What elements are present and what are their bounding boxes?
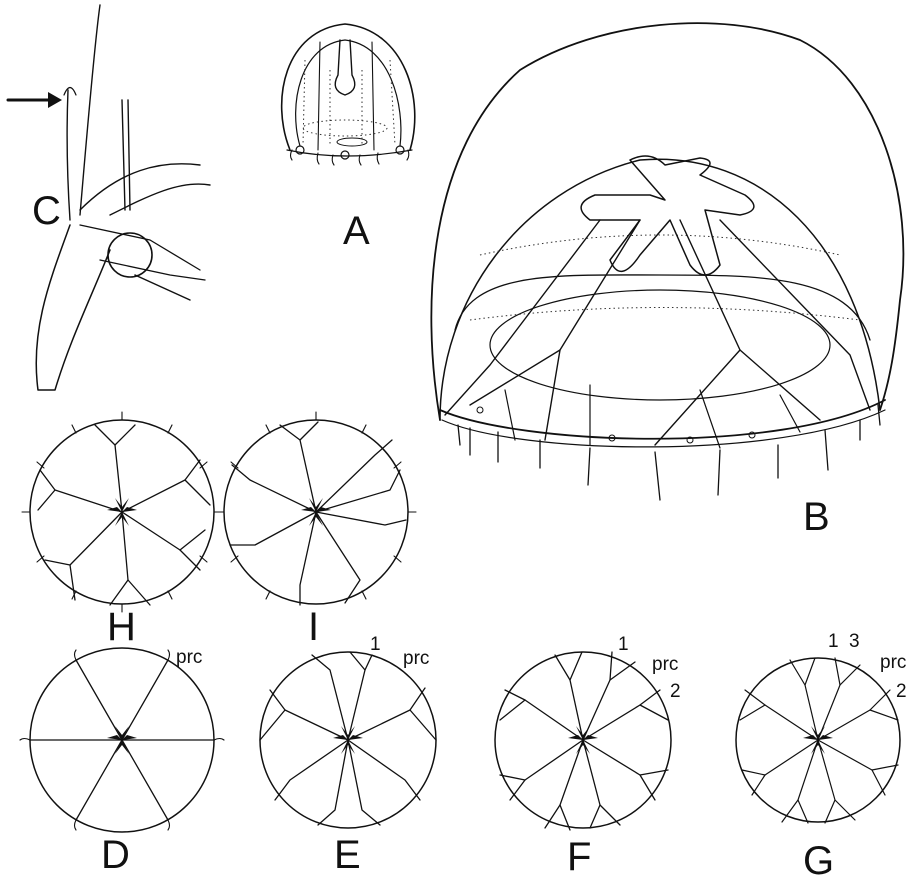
panel-h-diagram <box>22 412 222 612</box>
panel-i-label: I <box>308 605 319 649</box>
panel-e-diagram <box>260 652 436 828</box>
panel-g-num-2: 2 <box>896 681 907 702</box>
panel-b-label: B <box>803 495 830 539</box>
panel-g-num-3: 3 <box>849 631 860 652</box>
panel-g-prc-label: prc <box>880 652 906 673</box>
panel-e-num-1: 1 <box>370 634 381 655</box>
panel-a-label: A <box>343 209 370 253</box>
panel-f-num-1: 1 <box>618 634 629 655</box>
arrow-head-icon <box>48 92 62 108</box>
panel-g-label: G <box>803 839 834 880</box>
panel-c-label: C <box>32 189 61 233</box>
panel-d-label: D <box>101 833 130 877</box>
panel-g-num-1: 1 <box>828 631 839 652</box>
panel-g-diagram <box>736 658 900 823</box>
panel-i-diagram <box>216 412 416 605</box>
panel-d-diagram <box>20 648 224 832</box>
panel-h-label: H <box>107 605 136 649</box>
panel-e-prc-label: prc <box>403 648 429 669</box>
panel-d-prc-label: prc <box>176 647 202 668</box>
panel-e-label: E <box>334 833 361 877</box>
panel-f-diagram <box>495 652 671 830</box>
panel-f-prc-label: prc <box>652 654 678 675</box>
panel-b-medusa <box>431 23 903 500</box>
panel-f-num-2: 2 <box>670 681 681 702</box>
panel-a-medusa <box>282 24 415 165</box>
panel-f-label: F <box>567 835 591 879</box>
panel-c-tentacle-detail <box>36 5 210 390</box>
